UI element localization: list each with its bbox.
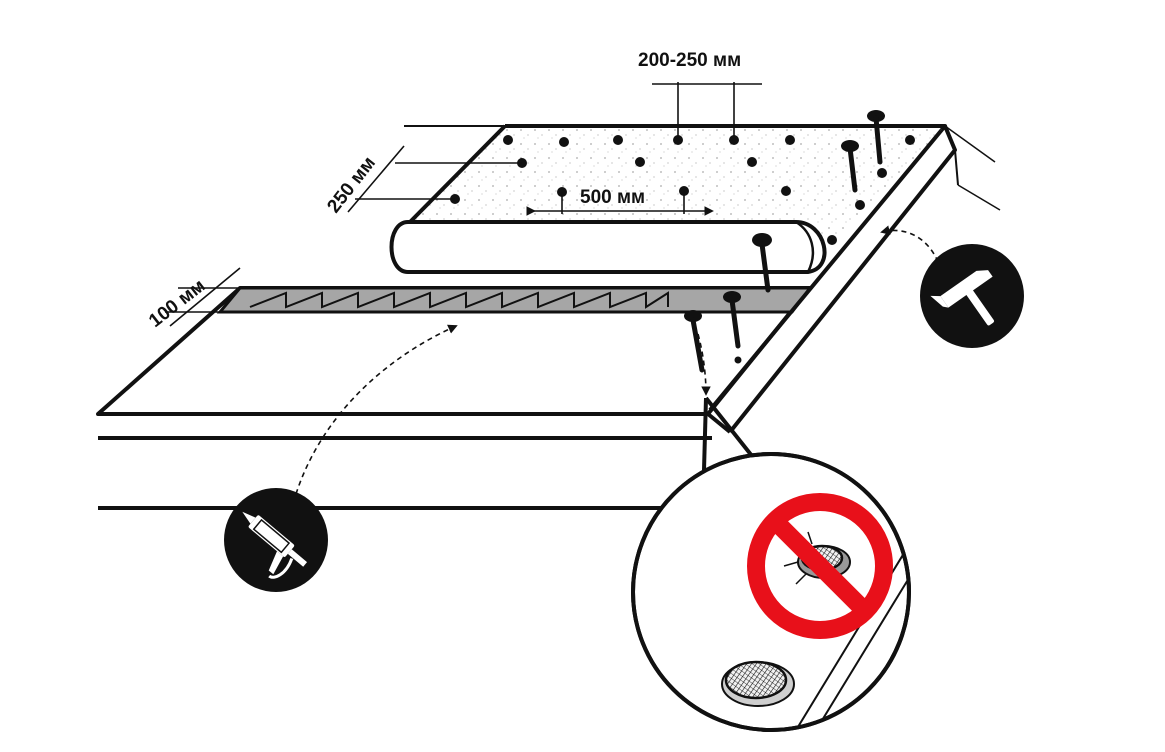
sealant-gun-icon: [224, 488, 328, 592]
nail: [752, 233, 772, 293]
pointer-arrows: [295, 225, 939, 495]
prohibition-icon: [747, 493, 893, 639]
underlay-strip: [216, 286, 813, 314]
zoom-bubble: [631, 396, 911, 732]
label-nail-spacing-row: 500 мм: [580, 187, 645, 208]
nails: [684, 110, 885, 373]
nail: [723, 291, 742, 364]
sealant-zigzag: [249, 291, 669, 309]
nail: [867, 110, 885, 165]
nail-head-correct: [721, 660, 795, 707]
dimension-lines: [165, 82, 762, 327]
rolled-sheet: [389, 220, 827, 274]
label-nail-spacing-top: 200-250 мм: [638, 50, 741, 71]
hammer-icon: [920, 244, 1024, 348]
nail-dots: [450, 135, 915, 245]
nail: [841, 140, 859, 193]
nail: [684, 310, 705, 373]
